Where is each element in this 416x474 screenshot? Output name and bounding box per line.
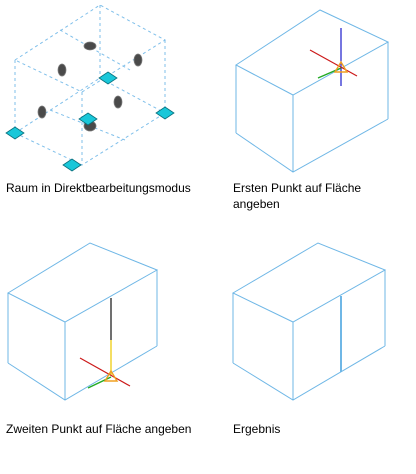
second-point-figure	[6, 242, 159, 401]
caption-raum: Raum in Direktbearbeitungsmodus	[6, 181, 191, 195]
grip-hole-1	[83, 41, 97, 51]
caption-zweiter-punkt: Zweiten Punkt auf Fläche angeben	[6, 422, 192, 436]
room-edit-mode-figure	[5, 4, 175, 172]
grip-hole-3	[133, 53, 143, 67]
grip-handle-2[interactable]	[78, 112, 98, 126]
grip-hole-2	[57, 63, 67, 77]
grip-hole-4	[37, 105, 47, 119]
result-figure	[231, 242, 387, 401]
snap-marker	[333, 60, 349, 73]
grip-handle-4[interactable]	[5, 126, 25, 140]
first-point-figure	[235, 9, 390, 173]
grip-handle-3[interactable]	[155, 106, 175, 120]
caption-ergebnis: Ergebnis	[233, 422, 281, 436]
caption-erster-punkt: Ersten Punkt auf Fläche angeben	[233, 181, 362, 211]
grip-handle-1[interactable]	[98, 71, 118, 85]
grip-handle-5[interactable]	[62, 158, 82, 172]
snap-marker-2	[103, 369, 119, 382]
grip-hole-5	[113, 95, 123, 109]
